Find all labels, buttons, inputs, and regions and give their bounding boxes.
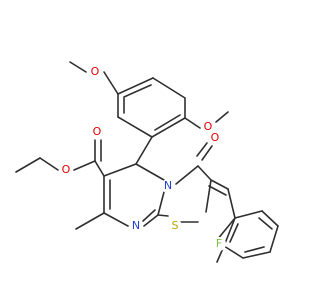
bond [103,212,129,227]
bond [94,160,105,177]
bond [205,179,212,213]
bond [117,116,153,138]
atom-label: O [62,163,71,176]
atom-oxygen-ester: O [59,163,73,177]
bond [261,210,279,227]
bond [234,210,263,219]
atom-nitrogen-imine: N [129,219,143,233]
bond [103,71,119,95]
bond [103,163,137,177]
atom-label: F [216,237,222,250]
atom-label: N [164,179,172,192]
molecule-structure: O O O O N O S N [15,61,279,263]
atom-label: S [172,219,179,232]
atom-fluorine: F [212,237,226,251]
bond [69,61,87,73]
bond [151,117,186,138]
bond [216,217,236,241]
bond [229,223,239,243]
atom-label: N [132,219,140,232]
bond [143,214,159,227]
bond [39,157,59,171]
bond-layer [15,61,279,263]
bond [196,142,208,157]
atom-label: O [91,65,100,78]
bond [244,246,265,253]
atom-label: O [211,131,220,144]
atom-sulfur: S [168,219,182,233]
bond [157,191,165,216]
bond [175,165,199,185]
bond [242,251,271,259]
bond [117,77,154,95]
bond [227,188,236,219]
bond [135,136,153,165]
atom-label: O [204,120,213,133]
bond [223,217,236,247]
bond [258,217,273,230]
bond [184,117,201,129]
atom-layer: O O O O N O S N [59,65,226,251]
atom-oxygen-methoxy: O [201,120,215,134]
atom-oxygen-top: O [88,65,102,79]
bond [201,145,213,161]
bond [215,111,229,123]
atom-label: O [93,125,102,138]
bond [210,179,229,190]
bond [154,114,181,131]
bond [123,84,152,98]
bond [135,163,165,181]
bond [208,185,227,196]
bond [73,160,96,171]
bond [197,165,212,181]
bond [157,214,169,217]
structure-canvas: O O O O N O S N [15,61,279,263]
bond [142,209,156,222]
bond [75,212,105,230]
atom-oxygen-ester-carbonyl: O [90,125,104,139]
atom-oxygen-keto: O [208,131,222,145]
bond [152,77,186,99]
bond [223,245,244,259]
bond [269,225,279,253]
bond [15,157,41,173]
atom-nitrogen-ring: N [161,179,175,193]
